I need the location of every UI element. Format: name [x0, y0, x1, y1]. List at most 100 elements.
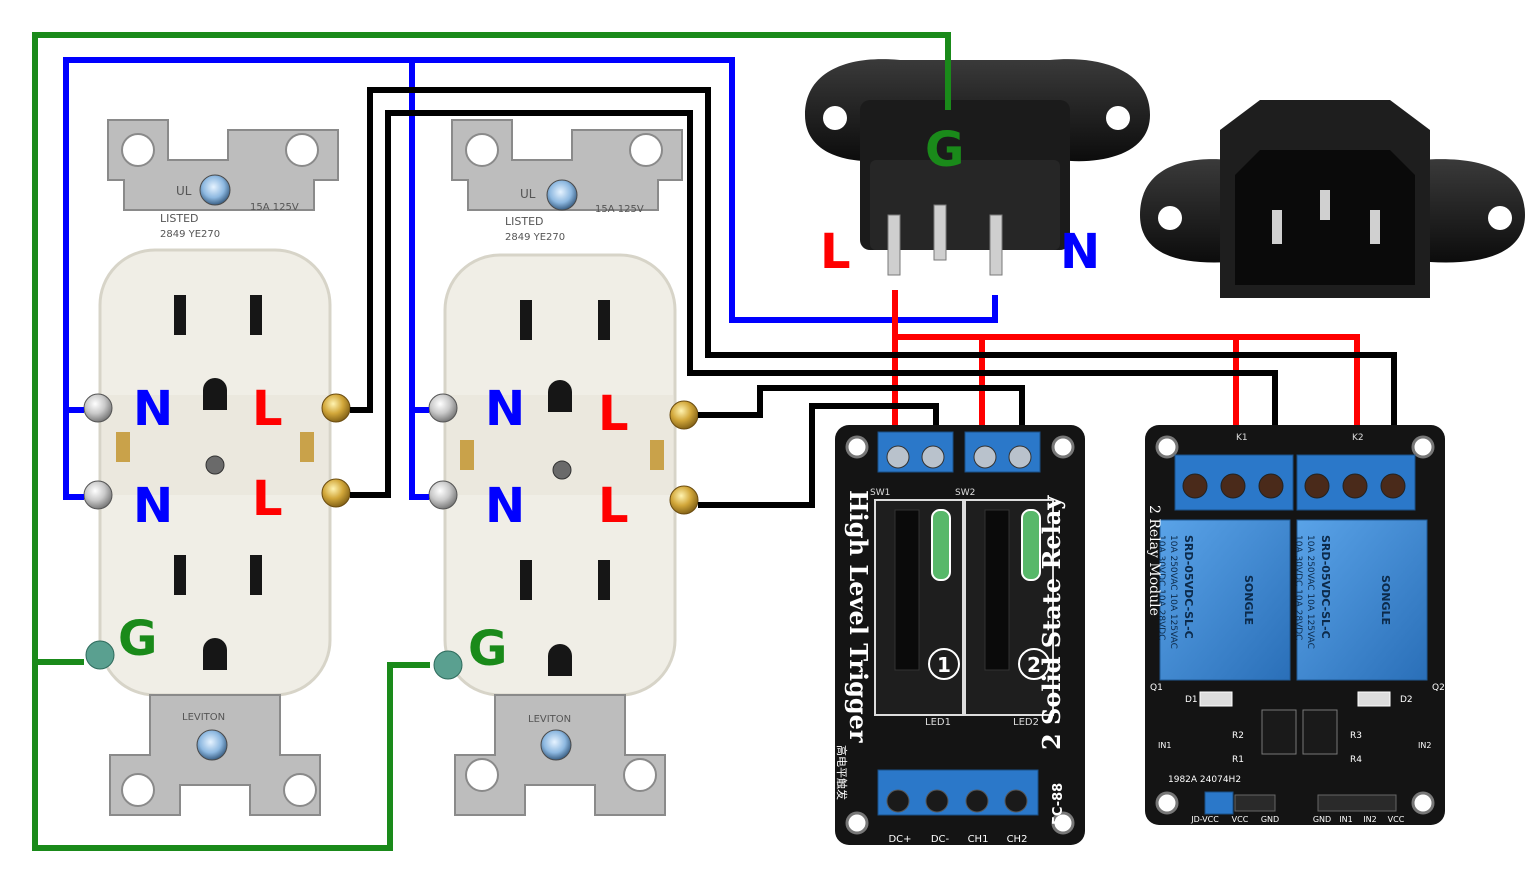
- relay-k1: [1159, 519, 1291, 681]
- wire-switched-outlet1-bottom: [350, 110, 1278, 498]
- relay-k2-rating-2: 10A 30VDC 10A 28VDC: [1293, 535, 1303, 640]
- outlet-1-top-screw: [199, 174, 231, 206]
- ssr-sw1-label: SW1: [870, 488, 890, 498]
- wire-switched-outlet2-bottom: [698, 403, 939, 508]
- wires: [32, 32, 1397, 851]
- label-inlet-l: L: [820, 224, 851, 280]
- outlet-1-listed: LISTED: [160, 212, 199, 225]
- label-outlet2-g: G: [468, 621, 507, 677]
- label-outlet2-l-bottom: L: [598, 478, 629, 534]
- ssr-model: FC-88: [1051, 783, 1066, 825]
- relay-r1-label: R1: [1232, 755, 1244, 765]
- ssr-pin-dcplus: DC+: [888, 834, 911, 845]
- outlet-2: UL LISTED 15A 125V 2849 YE270 LEVITON: [428, 119, 699, 816]
- outlet-1: UL LISTED 15A 125V 2849 YE270 LEVITON: [83, 119, 351, 816]
- relay-in1-label: IN1: [1158, 741, 1171, 750]
- outlet-1-neutral-screw-top: [83, 393, 113, 423]
- outlet-2-line-screw-bottom: [669, 485, 699, 515]
- inlet-tab-l: [887, 214, 901, 276]
- relay-module: K1 K2 SRD-05VDC-SL-C 10A 250VAC 10A 125V…: [1145, 425, 1445, 825]
- ssr-chinese-label: 高电平触发: [835, 745, 849, 800]
- outlet-2-top-strap: [451, 119, 683, 211]
- outlet-1-neutral-screw-bottom: [83, 480, 113, 510]
- ssr-led2-label: LED2: [1013, 717, 1039, 728]
- relay-header-pin-in1: IN1: [1339, 815, 1352, 824]
- outlet-2-code: 2849 YE270: [505, 232, 565, 243]
- outlet-2-listed: LISTED: [505, 215, 544, 228]
- outlet-1-ul-mark: UL: [176, 184, 192, 198]
- wire-ground-main: [32, 32, 951, 851]
- label-outlet1-n-bottom: N: [133, 478, 173, 534]
- outlet-1-line-screw-top: [321, 393, 351, 423]
- outlet-2-top-screw: [546, 179, 578, 211]
- relay-k1-model: SRD-05VDC-SL-C: [1182, 535, 1195, 639]
- label-outlet2-n-bottom: N: [485, 478, 525, 534]
- outlet-2-line-screw-top: [669, 400, 699, 430]
- relay-r4-label: R4: [1350, 755, 1362, 765]
- relay-k2-brand: SONGLE: [1379, 575, 1392, 625]
- relay-in2-label: IN2: [1418, 741, 1431, 750]
- wire-switched-outlet2-top: [698, 385, 1025, 425]
- relay-k2-model: SRD-05VDC-SL-C: [1319, 535, 1332, 639]
- label-inlet-g: G: [925, 122, 964, 178]
- inlet-tab-n: [989, 214, 1003, 276]
- relay-k1-label: K1: [1236, 433, 1248, 443]
- relay-jumper-pin-vcc: VCC: [1232, 815, 1249, 824]
- outlet-1-line-screw-bottom: [321, 478, 351, 508]
- ssr-sw2-label: SW2: [955, 488, 975, 498]
- ssr-pin-dcminus: DC-: [931, 834, 950, 845]
- wire-labels: N L N L G N L N L G G L N: [118, 122, 1100, 677]
- relay-q1-label: Q1: [1150, 683, 1163, 693]
- relay-k1-rating-1: 10A 250VAC 10A 125VAC: [1168, 535, 1178, 649]
- label-inlet-n: N: [1060, 224, 1100, 280]
- outlet-2-neutral-screw-bottom: [428, 480, 458, 510]
- outlet-2-rating: 15A 125V: [595, 204, 644, 215]
- outlet-2-brand: LEVITON: [528, 714, 571, 725]
- relay-input-header: [1317, 794, 1397, 812]
- wire-neutral-outlet2: [409, 60, 429, 500]
- relay-r2-label: R2: [1232, 731, 1244, 741]
- label-outlet1-l-top: L: [252, 381, 283, 437]
- outlet-1-top-strap: [107, 119, 339, 211]
- ssr-led1-label: LED1: [925, 717, 951, 728]
- ssr-title: 2 Solid State Relay: [1037, 495, 1066, 750]
- ssr-pin-ch2: CH2: [1007, 834, 1028, 845]
- wire-switched-outlet1-top: [350, 87, 1397, 425]
- outlet-2-ul-mark: UL: [520, 187, 536, 201]
- relay-k2-rating-1: 10A 250VAC 10A 125VAC: [1305, 535, 1315, 649]
- relay-jumper-pin-gnd: GND: [1261, 815, 1279, 824]
- relay-header-pin-vcc: VCC: [1388, 815, 1405, 824]
- relay-k1-brand: SONGLE: [1242, 575, 1255, 625]
- relay-jumper: [1204, 791, 1234, 815]
- label-outlet1-n-top: N: [133, 381, 173, 437]
- inlet-tab-g: [933, 204, 947, 261]
- label-outlet2-l-top: L: [598, 386, 629, 442]
- outlet-1-code: 2849 YE270: [160, 229, 220, 240]
- outlet-2-neutral-screw-top: [428, 393, 458, 423]
- outlet-1-brand: LEVITON: [182, 712, 225, 723]
- iec-inlet-front: [1140, 100, 1525, 298]
- relay-header-pin-in2: IN2: [1363, 815, 1376, 824]
- outlet-2-bottom-screw: [540, 729, 572, 761]
- outlet-2-ground-screw: [433, 650, 463, 680]
- outlet-1-ground-screw: [85, 640, 115, 670]
- relay-k1-rating-2: 10A 30VDC 10A 28VDC: [1156, 535, 1166, 640]
- wire-neutral-main: [63, 57, 998, 500]
- ssr-channel-1-number: 1: [937, 653, 951, 677]
- relay-q2-label: Q2: [1432, 683, 1445, 693]
- relay-d1-label: D1: [1185, 695, 1198, 705]
- relay-k2: [1296, 519, 1428, 681]
- wire-line-bus: [895, 334, 1360, 425]
- relay-module-title: 2 Relay Module: [1146, 505, 1162, 616]
- relay-k2-label: K2: [1352, 433, 1364, 443]
- outlet-1-rating: 15A 125V: [250, 202, 299, 213]
- relay-r3-label: R3: [1350, 731, 1362, 741]
- relay-part-code: 1982A 24074H2: [1168, 775, 1241, 785]
- label-outlet1-l-bottom: L: [252, 471, 283, 527]
- relay-header-pin-gnd: GND: [1313, 815, 1331, 824]
- relay-jumper-pin-jdvcc: JD-VCC: [1190, 815, 1219, 824]
- ssr-channel-2-number: 2: [1027, 653, 1041, 677]
- ssr-pin-ch1: CH1: [968, 834, 989, 845]
- label-outlet1-g: G: [118, 611, 157, 667]
